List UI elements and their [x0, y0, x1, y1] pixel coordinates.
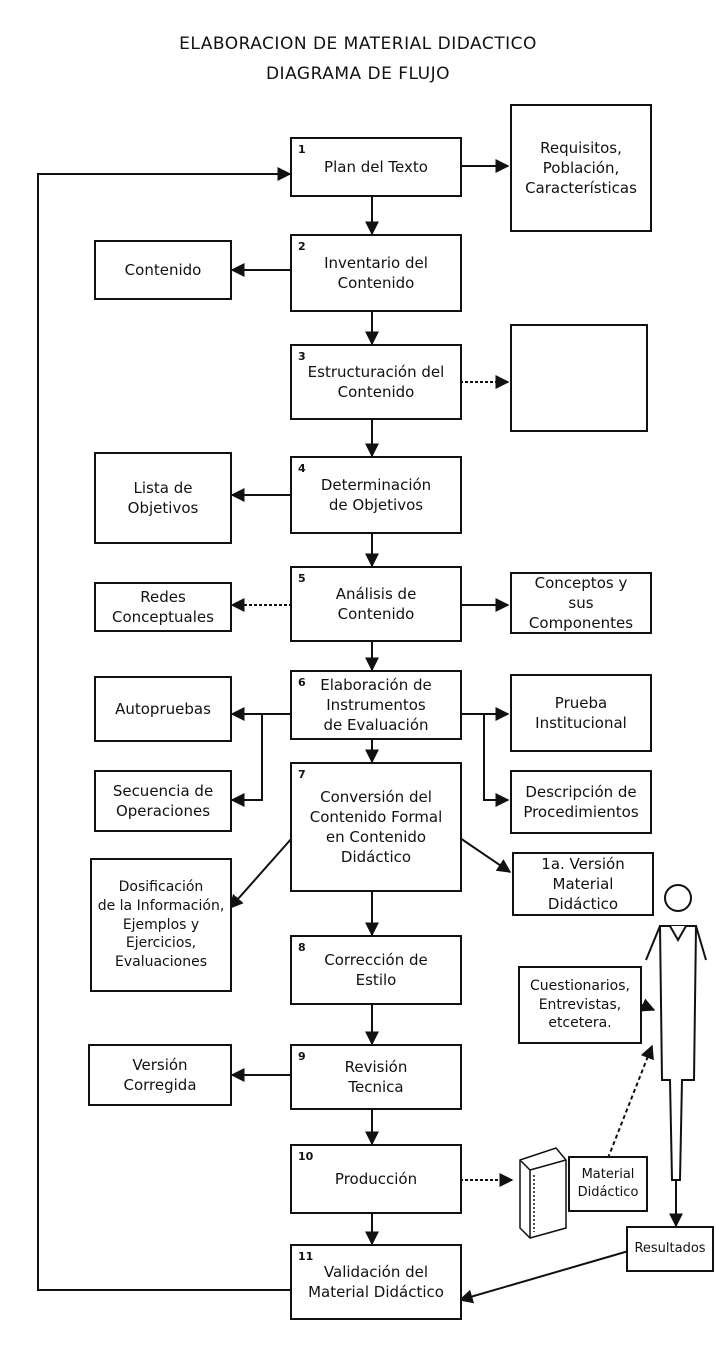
step-label: Elaboración de Instrumentos de Evaluació… — [320, 675, 432, 735]
arrow-to-secuencia — [230, 714, 263, 807]
arrow-to-descripcion — [483, 714, 510, 807]
output-prueba: Prueba Institucional — [510, 674, 652, 752]
step-analisis: 5 Análisis de Contenido — [290, 566, 462, 642]
step-label: Estructuración del Contenido — [307, 362, 445, 401]
arrow-resultados-validacion — [458, 1249, 633, 1304]
step-revision: 9 Revisión Tecnica — [290, 1044, 462, 1110]
diagram-subtitle: DIAGRAMA DE FLUJO — [265, 64, 451, 84]
step-determinacion: 4 Determinación de Objetivos — [290, 456, 462, 534]
arrow-to-version1 — [459, 837, 512, 873]
output-version1: 1a. Versión Material Didáctico — [512, 852, 654, 916]
step-number: 6 — [298, 676, 306, 689]
output-lista-objetivos: Lista de Objetivos — [94, 452, 232, 544]
step-label: Validación del Material Didáctico — [308, 1262, 444, 1301]
step-produccion: 10 Producción — [290, 1144, 462, 1214]
output-dosificacion: Dosificación de la Información, Ejemplos… — [90, 858, 232, 992]
step-correccion: 8 Corrección de Estilo — [290, 935, 462, 1005]
step-label: Análisis de Contenido — [335, 584, 417, 623]
output-autopruebas: Autopruebas — [94, 676, 232, 742]
feedback-loop-arrow — [37, 167, 292, 1291]
step-label: Determinación de Objetivos — [320, 475, 432, 514]
step-estructuracion: 3 Estructuración del Contenido — [290, 344, 462, 420]
step-number: 11 — [298, 1250, 314, 1263]
person-icon — [645, 884, 707, 1181]
step-number: 7 — [298, 768, 306, 781]
step-label: Plan del Texto — [324, 157, 428, 176]
output-conceptos: Conceptos y sus Componentes — [510, 572, 652, 634]
output-requisitos: Requisitos, Población, Características — [510, 104, 652, 232]
step-label: Revisión Tecnica — [344, 1057, 408, 1096]
step-number: 9 — [298, 1050, 306, 1063]
step-label: Corrección de Estilo — [324, 950, 428, 989]
step-number: 5 — [298, 572, 306, 585]
output-secuencia: Secuencia de Operaciones — [94, 770, 232, 832]
step-plan-texto: 1 Plan del Texto — [290, 137, 462, 197]
step-number: 4 — [298, 462, 306, 475]
step-conversion: 7 Conversión del Contenido Formal en Con… — [290, 762, 462, 892]
output-version-corregida: Versión Corregida — [88, 1044, 232, 1106]
step-elaboracion: 6 Elaboración de Instrumentos de Evaluac… — [290, 670, 462, 740]
step-number: 8 — [298, 941, 306, 954]
diagram-title: ELABORACION DE MATERIAL DIDACTICO — [179, 34, 537, 54]
output-contenido: Contenido — [94, 240, 232, 300]
arrow-material-person — [607, 1044, 654, 1159]
arrow-cuestionarios-person — [639, 998, 656, 1012]
step-number: 2 — [298, 240, 306, 253]
book-stack-icon — [519, 1147, 567, 1239]
step-label: Inventario del Contenido — [324, 253, 428, 292]
step-inventario: 2 Inventario del Contenido — [290, 234, 462, 312]
output-material: Material Didáctico — [568, 1156, 648, 1212]
output-cuestionarios: Cuestionarios, Entrevistas, etcetera. — [518, 966, 642, 1044]
output-descripcion: Descripción de Procedimientos — [510, 770, 652, 834]
output-estructura — [510, 324, 648, 432]
output-redes: Redes Conceptuales — [94, 582, 232, 632]
step-number: 1 — [298, 143, 306, 156]
output-resultados: Resultados — [626, 1226, 714, 1272]
step-label: Conversión del Contenido Formal en Conte… — [309, 787, 443, 867]
arrow-to-dosificacion — [229, 837, 293, 910]
step-label: Producción — [334, 1169, 418, 1188]
step-validacion: 11 Validación del Material Didáctico — [290, 1244, 462, 1320]
step-number: 3 — [298, 350, 306, 363]
step-number: 10 — [298, 1150, 314, 1163]
